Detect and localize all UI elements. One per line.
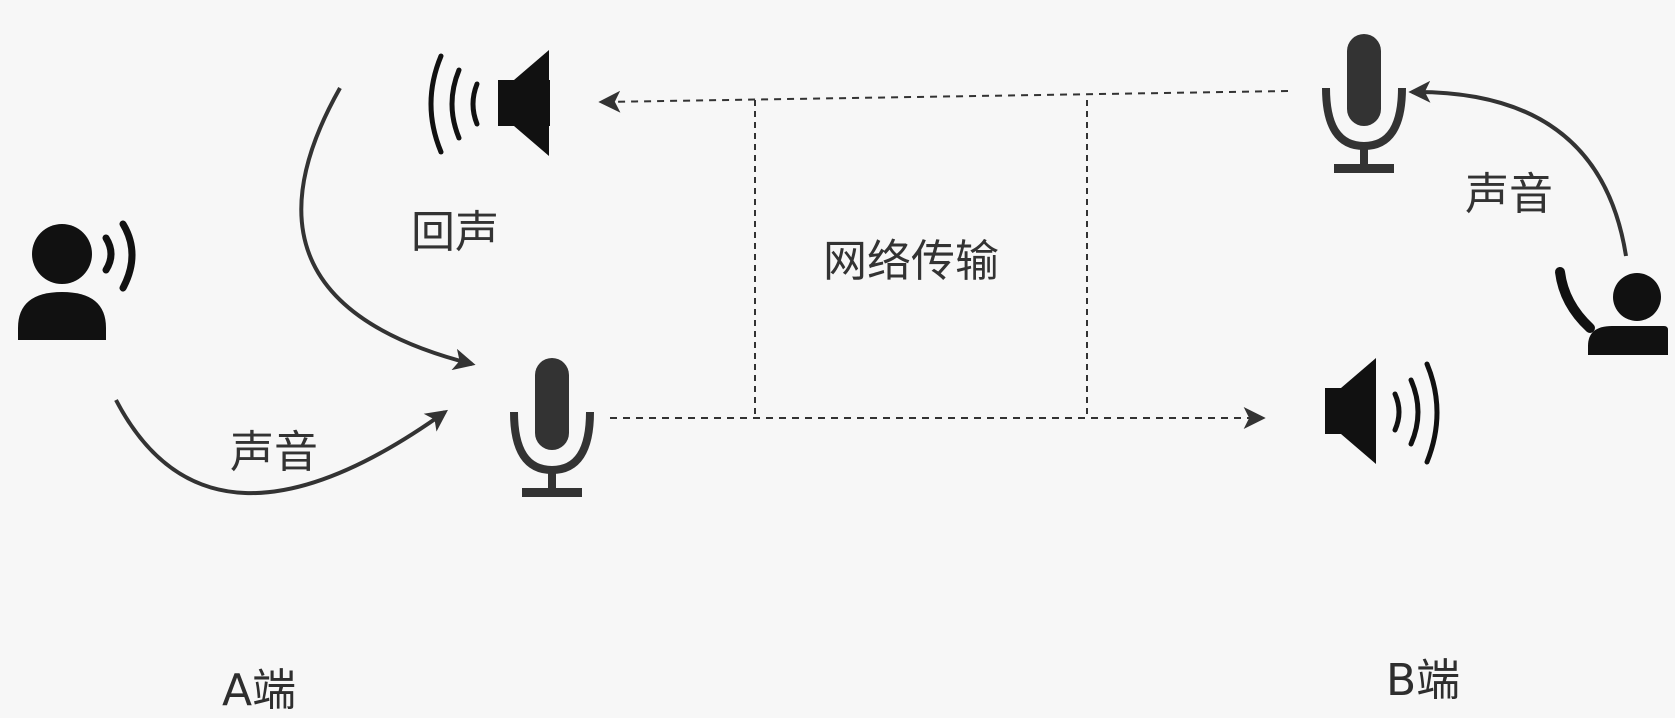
network-arrow-b-to-a xyxy=(598,90,1289,113)
sound-label-a: 声音 xyxy=(230,427,318,478)
microphone-icon xyxy=(1322,34,1406,173)
end-b-label: B端 xyxy=(1386,655,1461,706)
echo-arrow xyxy=(299,87,476,371)
speaker-icon xyxy=(1325,358,1440,465)
sound-arrow-b xyxy=(1408,80,1628,257)
network-box xyxy=(754,100,1088,418)
microphone-icon xyxy=(510,358,594,497)
sound-arrow-a xyxy=(114,399,448,496)
speaking-person-icon xyxy=(18,220,136,340)
speaker-icon xyxy=(428,50,550,156)
end-a-label: A端 xyxy=(222,665,297,716)
echo-label: 回声 xyxy=(411,207,499,258)
sound-label-b: 声音 xyxy=(1465,169,1553,220)
speaking-person-icon xyxy=(1555,267,1668,355)
network-label: 网络传输 xyxy=(823,236,999,287)
